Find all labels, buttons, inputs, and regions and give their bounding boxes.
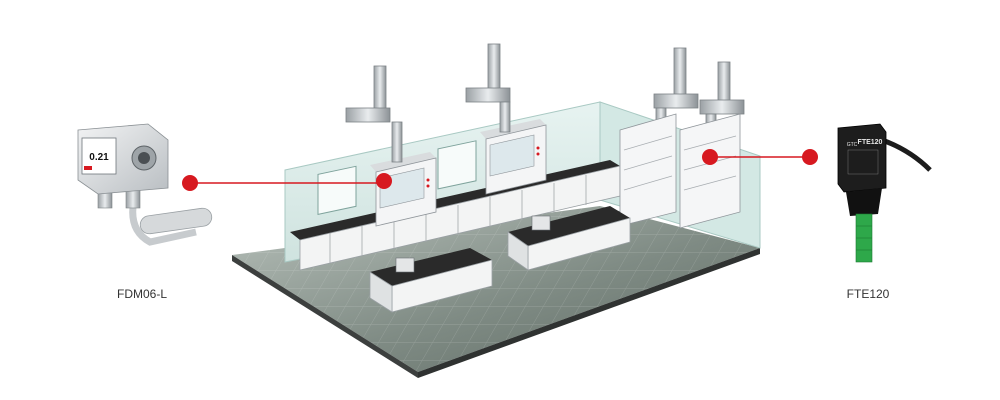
island-bench-back bbox=[507, 206, 631, 271]
device-brand-marker bbox=[84, 166, 92, 170]
fdm06-l-device: 0.21 bbox=[77, 123, 213, 246]
device-model-label: FTE120 bbox=[858, 139, 883, 146]
device-display-value: 0.21 bbox=[89, 152, 109, 163]
connector-left bbox=[182, 173, 392, 191]
exhaust-ducts bbox=[345, 43, 745, 163]
fume-hood-left bbox=[370, 152, 437, 227]
fume-hood-center bbox=[480, 119, 547, 195]
island-bench-front bbox=[369, 248, 493, 313]
device-label-fdm06-l: FDM06-L bbox=[116, 287, 167, 301]
fte120-device: FTE120 GTC bbox=[837, 123, 932, 263]
storage-cabinets bbox=[619, 113, 741, 229]
connector-right bbox=[702, 149, 818, 165]
brand-logo: GTC bbox=[847, 142, 858, 148]
device-label-fte120: FTE120 bbox=[846, 287, 890, 301]
